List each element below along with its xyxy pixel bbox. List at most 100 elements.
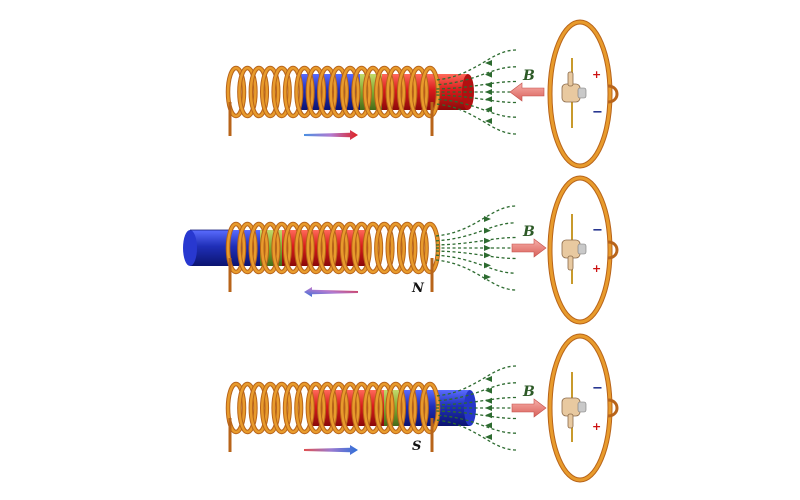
hand-palm [561, 397, 581, 417]
field-arrowhead [485, 96, 492, 103]
field-line [435, 382, 517, 402]
loop-wire-highlight [548, 176, 612, 324]
b-arrow-right [511, 398, 547, 418]
coil-turn-highlight [340, 222, 360, 274]
field-arrowhead [484, 252, 491, 259]
field-label: B [522, 68, 535, 84]
field-arrowhead [484, 237, 491, 244]
solenoid-coil [225, 221, 441, 292]
coil-turn-highlight [318, 222, 337, 274]
field-arrowhead [485, 405, 492, 411]
hand-palm [561, 239, 581, 259]
coil-turn-highlight [409, 382, 428, 434]
coil-turn-highlight [272, 66, 291, 118]
coil-turn-highlight [340, 382, 360, 434]
coil-turn-highlight [272, 222, 291, 274]
field-line [435, 396, 517, 406]
coil-turn-highlight [260, 222, 280, 274]
coil-turn-highlight [375, 382, 394, 434]
solenoid-coil [225, 65, 441, 136]
galvanometer-loop: −+ [547, 175, 619, 325]
field-line [435, 259, 517, 291]
field-direction-arrow [511, 398, 547, 418]
field-arrowhead [485, 376, 492, 382]
coil-turn-highlight [249, 382, 269, 434]
motion-arrow [304, 130, 358, 140]
galvanometer-loop: +− [547, 19, 619, 169]
coil-turn-highlight [363, 222, 383, 274]
loop-wire-highlight [548, 20, 612, 168]
hand-pointer-icon [561, 71, 587, 103]
coil-turn-highlight [318, 66, 337, 118]
coil-turn-highlight [295, 382, 314, 434]
loop-terminal [607, 398, 619, 418]
field-arrowhead [485, 434, 492, 440]
terminal-sign-top: − [592, 223, 603, 238]
field-line [435, 414, 517, 434]
field-arrowhead [485, 71, 492, 78]
field-arrowhead [485, 118, 492, 124]
coil-turn-highlight [226, 382, 246, 434]
loop-terminal [607, 84, 619, 104]
coil-turn-highlight [363, 66, 383, 118]
coil-turn-highlight [295, 222, 314, 274]
field-arrowhead [484, 245, 491, 251]
field-line [435, 94, 517, 104]
loop-wire-highlight [548, 334, 612, 482]
terminal-sign-bottom: − [592, 105, 603, 120]
hand-pointer-icon [561, 397, 587, 429]
field-arrowhead [485, 81, 492, 88]
coil-turn-highlight [238, 66, 257, 118]
field-arrowhead [484, 216, 491, 222]
field-label: B [522, 384, 535, 400]
magnetic-field-lines [435, 49, 517, 135]
coil-turn-highlight [249, 222, 269, 274]
coil-turn-highlight [363, 382, 383, 434]
field-arrowhead [485, 89, 492, 95]
coil-turn-highlight [238, 382, 257, 434]
magnet-blue-segment [190, 230, 260, 266]
coil-turn-highlight [249, 66, 269, 118]
hand-cuff [577, 401, 587, 413]
coil-turn-highlight [260, 382, 280, 434]
field-line [435, 365, 517, 397]
hand-cuff [577, 87, 587, 99]
coil-turn-highlight [306, 382, 326, 434]
field-arrowhead [485, 422, 492, 429]
motion-arrow-left [304, 287, 358, 297]
coil-turn-highlight [375, 222, 394, 274]
field-line [435, 103, 517, 135]
motion-arrow [304, 445, 358, 455]
magnet-end-face [462, 74, 474, 110]
coil-turn-highlight [397, 222, 417, 274]
coil-turn-highlight [283, 66, 303, 118]
field-line [435, 419, 517, 451]
coil-turn-highlight [340, 66, 360, 118]
magnetic-field-lines [435, 205, 517, 291]
hand-thumb [567, 413, 574, 429]
coil-turn-highlight [283, 222, 303, 274]
coil-turn-highlight [352, 66, 371, 118]
field-line [435, 222, 517, 242]
coil-turn-highlight [397, 66, 417, 118]
field-line [435, 80, 517, 90]
coil-turn-highlight [386, 66, 406, 118]
coil-turn-highlight [226, 66, 246, 118]
field-direction-arrow [511, 238, 547, 258]
field-arrowhead [485, 387, 492, 394]
coil-turn-highlight [272, 382, 291, 434]
terminal-sign-bottom: + [592, 262, 601, 275]
solenoid-coil [225, 381, 441, 452]
motion-arrow-right [304, 445, 358, 455]
coil-turn-highlight [306, 222, 326, 274]
field-line [435, 66, 517, 86]
magnetic-field-lines [435, 365, 517, 451]
coil-turn-highlight [329, 382, 348, 434]
field-arrowhead [484, 227, 491, 234]
coil-turn-highlight [386, 382, 406, 434]
field-direction-arrow [509, 82, 545, 102]
terminal-sign-top: − [592, 381, 603, 396]
coil-turn-highlight [352, 222, 371, 274]
field-label: B [522, 224, 535, 240]
galvanometer-loop: −+ [547, 333, 619, 483]
